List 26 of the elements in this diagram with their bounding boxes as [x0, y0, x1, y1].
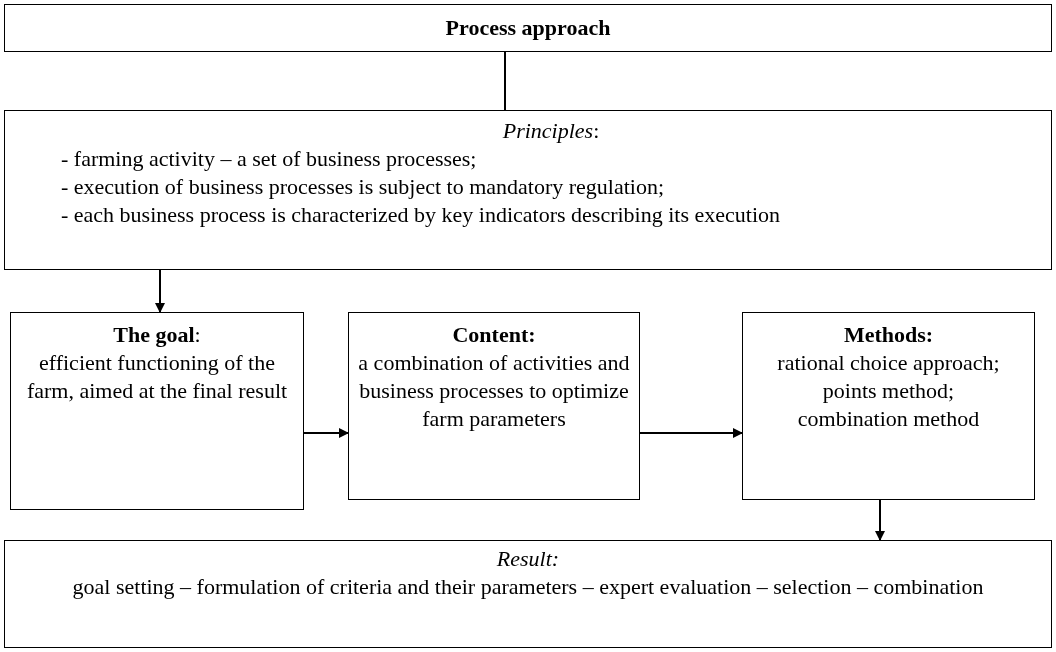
list-item: - execution of business processes is subject to mandatory regulation;: [61, 173, 666, 201]
heading-text: Content:: [451, 321, 537, 349]
body-text: points method;: [821, 377, 956, 405]
title-text: Process approach: [444, 14, 612, 42]
body-text: combination method: [796, 405, 981, 433]
text-box: [10, 312, 304, 510]
heading-text: Result:: [495, 545, 561, 573]
text-box: [4, 110, 1052, 270]
list-item: - each business process is characterized by key indicators describing its execution: [61, 201, 782, 229]
connector-line: [504, 51, 506, 111]
text-box: [4, 540, 1052, 648]
arrow: [875, 499, 885, 541]
text-box: [348, 312, 640, 500]
heading-text: The goal:: [112, 321, 202, 349]
heading-text: Principles:: [501, 117, 601, 145]
arrow: [303, 428, 349, 438]
body-text: a combination of activities and business processes to optimize farm parameters: [357, 349, 631, 433]
body-text: efficient functioning of the farm, aimed at the final result: [25, 349, 289, 405]
heading-text: Methods:: [842, 321, 935, 349]
list-item: - farming activity – a set of business processes;: [61, 145, 478, 173]
body-text: goal setting – formulation of criteria and their parameters – expert evaluation – selection – combination: [71, 573, 985, 601]
body-text: rational choice approach;: [776, 349, 1001, 377]
title-box: [4, 4, 1052, 52]
text-box: [742, 312, 1035, 500]
arrow: [155, 269, 165, 313]
arrow: [639, 428, 743, 438]
